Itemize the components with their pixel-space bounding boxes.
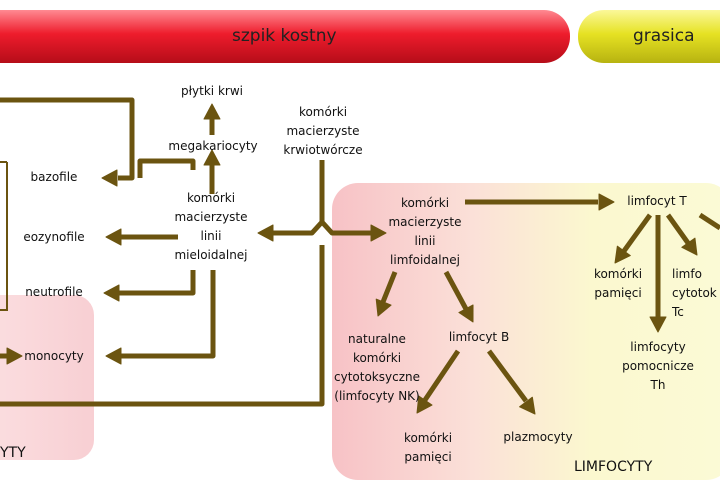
line-lymphoid-to-nk: [380, 271, 398, 303]
node-memory-b: komórki pamięci: [403, 431, 453, 464]
thymus-label: grasica: [633, 26, 695, 46]
monocyte-loop-arrowhead: [6, 347, 23, 365]
line-myeloid-to-monocytes: [120, 270, 216, 359]
line-lymphoid-to-bcell: [443, 270, 469, 311]
nk-arrowhead: [375, 298, 392, 317]
line-loop-bottom: [0, 245, 325, 407]
bone-marrow-banner: [0, 10, 570, 63]
line-bcell-to-plasma: [486, 349, 529, 403]
node-platelets: płytki krwi: [181, 84, 243, 98]
lymphocytes-group-label: LIMFOCYTY: [574, 459, 653, 475]
line-tcell-to-memory: [621, 213, 653, 253]
line-tcell-right: [698, 212, 720, 231]
monocyte-region: [0, 295, 94, 460]
node-helper-t: limfocyty pomocnicze Th: [622, 340, 694, 392]
node-plasma-cells: plazmocyty: [503, 430, 573, 444]
node-b-cell: limfocyt B: [448, 330, 510, 344]
node-basophils: bazofile: [30, 170, 78, 184]
connectors: [0, 97, 720, 407]
thymus-banner: [578, 10, 720, 63]
tcell-arrowhead: [598, 193, 615, 211]
node-memory-t: komórki pamięci: [593, 267, 643, 300]
line-myeloid-to-basophils: [137, 158, 196, 178]
line-hsc-to-myeloid: [272, 220, 324, 236]
neutrophils-arrowhead: [103, 284, 120, 302]
node-t-cell: limfocyt T: [627, 194, 687, 208]
node-monocytes: monocyty: [24, 349, 84, 363]
eosinophils-arrowhead: [105, 228, 122, 246]
lymphoid-arrowhead: [370, 224, 387, 242]
node-myeloid-stem: komórki macierzyste linii mieloidalnej: [174, 191, 248, 262]
node-megakaryocytes: megakariocyty: [168, 139, 258, 153]
node-eosinophils: eozynofile: [23, 230, 85, 244]
node-nk-cells: naturalne komórki cytotoksyczne (limfocy…: [334, 332, 420, 403]
node-cytotoxic-t: limfo cytotok Tc: [672, 267, 717, 319]
granulocyte-bracket: [0, 161, 8, 311]
plasma-arrowhead: [519, 396, 536, 415]
cytotoxic-t-arrowhead: [681, 237, 698, 256]
bcell-arrowhead: [458, 304, 474, 323]
bone-marrow-label: szpik kostny: [232, 26, 337, 46]
line-loop-to-basophils: [0, 97, 135, 181]
line-tcell-to-cytotoxic: [665, 213, 691, 245]
line-hsc-to-lymphoid: [320, 220, 372, 236]
line-myeloid-to-neutrophils: [118, 270, 196, 296]
line-bcell-to-memory: [422, 349, 461, 402]
node-hsc: komórki macierzyste krwiotwórcze: [283, 105, 363, 157]
memory-t-arrowhead: [614, 245, 631, 264]
node-neutrophils: neutrofile: [25, 285, 83, 299]
myeloid-arrowhead: [257, 224, 274, 242]
node-lymphoid-stem: komórki macierzyste linii limfoidalnej: [388, 196, 462, 267]
arrowheads: [6, 103, 698, 415]
platelets-arrowhead: [203, 103, 221, 120]
memory-b-arrowhead: [416, 395, 433, 414]
monocytes-arrowhead: [105, 347, 122, 365]
helper-t-arrowhead: [649, 316, 667, 333]
granulocytes-group-label: YTY: [0, 445, 26, 461]
basophils-arrowhead: [101, 169, 118, 187]
megakaryocytes-arrowhead: [203, 149, 221, 166]
